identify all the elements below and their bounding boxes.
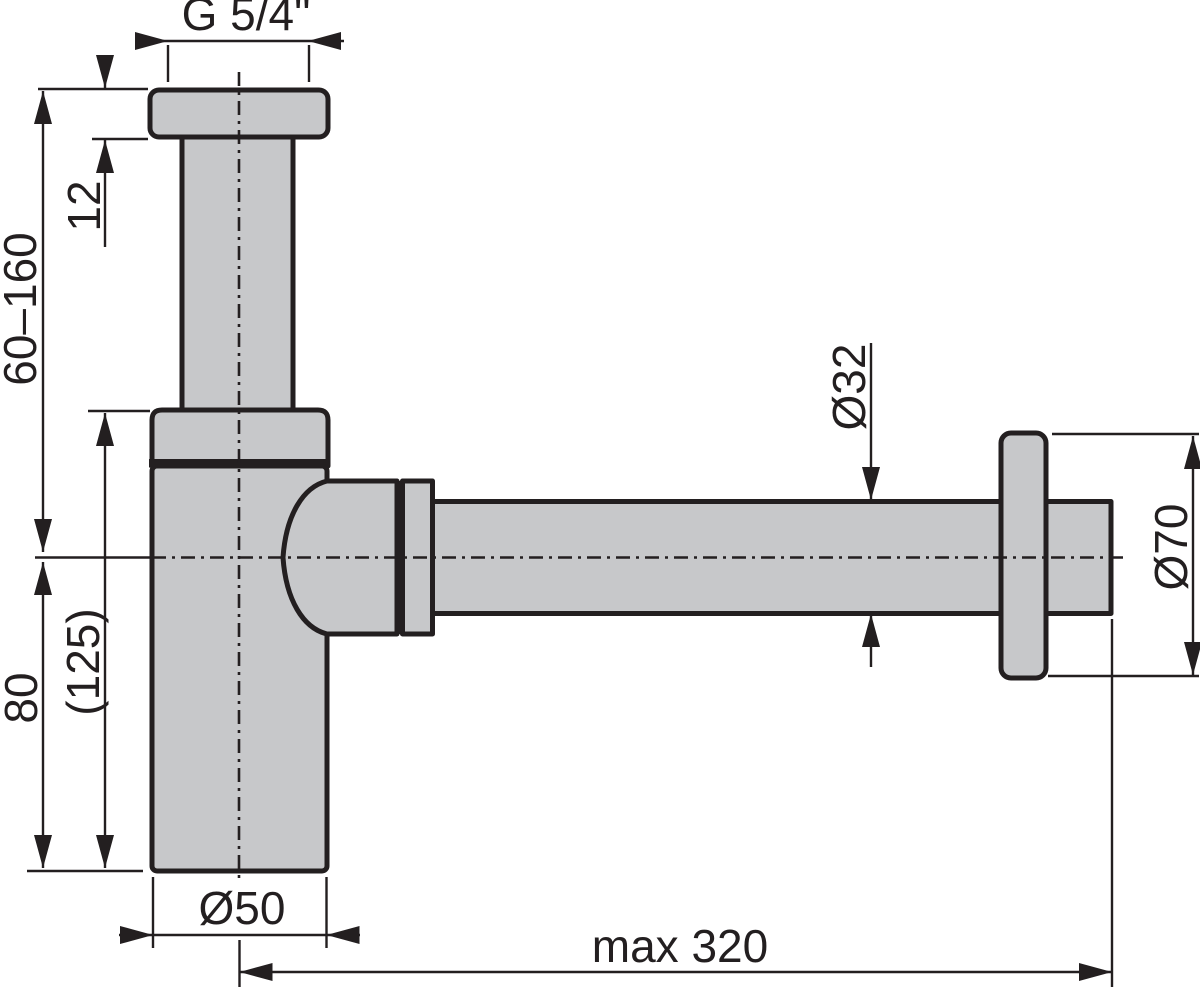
arrowhead [34,91,52,124]
cup-seam-line [149,459,330,468]
arrowhead [34,519,52,552]
wall-rosette [998,430,1049,681]
label-thread-size: G 5/4" [182,0,311,40]
arrowhead [1184,436,1200,469]
label-nut-height: 12 [58,180,110,231]
arrowhead [862,467,880,500]
arrowhead [34,835,52,868]
label-inlet-range: 60–160 [0,232,46,386]
outlet-seam-line [395,481,404,634]
dimension-lines [34,32,1200,981]
arrowhead [96,835,114,868]
siphon-parts [147,87,1114,874]
arrowhead [1079,963,1112,981]
arrowhead [96,140,114,173]
arrowhead [862,614,880,647]
arrowhead [1184,642,1200,675]
arrowhead [308,32,341,50]
label-body-overall: (125) [57,608,109,715]
label-max320: max 320 [592,920,768,972]
arrowhead [239,963,273,981]
arrowhead [34,562,52,595]
arrowhead [135,32,168,50]
label-cup-diameter: Ø50 [199,882,286,934]
inlet-pipe [179,89,296,417]
arrowhead [96,55,114,88]
arrowhead [326,926,360,944]
arrowhead [120,926,153,944]
label-outlet-diameter: Ø32 [823,344,875,431]
arrowhead [96,413,114,446]
centerlines [152,72,1126,878]
label-rosette-diameter: Ø70 [1145,504,1197,591]
label-body-depth: 80 [0,672,47,723]
cup-union-nut [149,407,331,469]
